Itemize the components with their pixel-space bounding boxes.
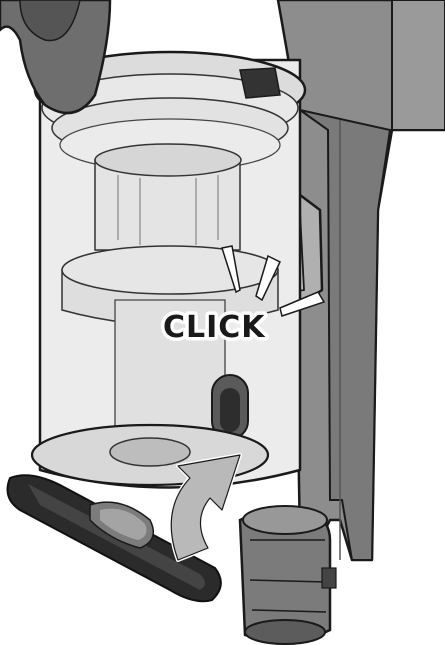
motor-nozzle <box>240 506 336 644</box>
curved-arrow-icon <box>171 455 240 560</box>
click-callout-ink: CLICK <box>163 310 266 345</box>
